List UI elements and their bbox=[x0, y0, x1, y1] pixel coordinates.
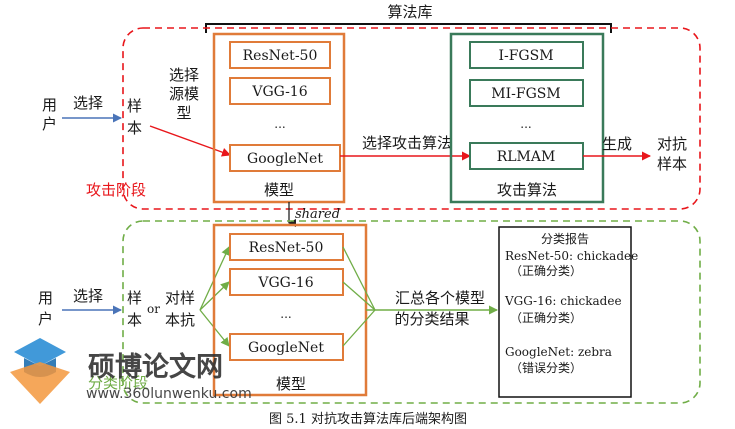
shared-label: shared bbox=[295, 207, 340, 222]
attack-model-googlenet-label: GoogleNet bbox=[247, 151, 323, 167]
algorithm-mifgsm-label: MI-FGSM bbox=[491, 86, 560, 102]
classify-sample-label-2: 本 bbox=[127, 311, 142, 329]
classify-models-label: 模型 bbox=[276, 375, 306, 393]
generate-label: 生成 bbox=[602, 135, 632, 153]
attack-model-googlenet-box bbox=[229, 144, 341, 172]
attack-model-vgg-label: VGG-16 bbox=[251, 84, 307, 100]
select-source-model-label-2: 源模 bbox=[169, 85, 199, 103]
adversarial-sample-label-2: 样本 bbox=[657, 155, 687, 173]
attack-model-container bbox=[212, 32, 346, 204]
classification-stage-boundary bbox=[122, 220, 701, 404]
watermark-brand: 硕博论文网 bbox=[88, 351, 223, 383]
classification-stage-label: 分类阶段 bbox=[88, 374, 148, 392]
classify-select-label: 选择 bbox=[73, 287, 103, 305]
attack-model-resnet-label: ResNet-50 bbox=[243, 48, 318, 64]
converge-line-vgg bbox=[342, 281, 376, 311]
report-entry-vgg: VGG-16: chickadee bbox=[504, 294, 622, 308]
graduation-cap-icon bbox=[10, 338, 70, 404]
converge-line-googlenet bbox=[342, 309, 376, 347]
attack-stage: 用 户 选择 样 本 选择 源模 型 攻击阶段 ResNet-50 VGG-16… bbox=[42, 27, 701, 210]
watermark: 硕博论文网 www.360lunwenku.com bbox=[10, 338, 252, 404]
report-title: 分类报告 bbox=[541, 231, 589, 246]
attack-sample-label-2: 本 bbox=[127, 119, 142, 137]
attack-algorithm-container bbox=[449, 32, 605, 204]
classify-model-ellipsis: ... bbox=[280, 307, 291, 321]
attack-models-label: 模型 bbox=[264, 181, 294, 199]
algorithm-rlmam-label: RLMAM bbox=[497, 149, 556, 165]
algorithm-ellipsis: ... bbox=[520, 117, 531, 131]
classify-user-label-2: 户 bbox=[38, 310, 53, 328]
figure-caption: 图 5.1 对抗攻击算法库后端架构图 bbox=[269, 411, 467, 427]
classify-adversarial-label-2: 本抗 bbox=[165, 311, 195, 329]
report-entry-resnet: ResNet-50: chickadee bbox=[505, 249, 638, 263]
classify-model-resnet-box bbox=[229, 233, 344, 261]
library-label: 算法库 bbox=[387, 3, 432, 21]
attack-algorithms-label: 攻击算法 bbox=[497, 181, 557, 199]
watermark-url: www.360lunwenku.com bbox=[86, 386, 252, 402]
select-model-arrow bbox=[149, 125, 231, 157]
classify-model-vgg-label: VGG-16 bbox=[257, 275, 313, 291]
attack-stage-boundary bbox=[122, 27, 701, 210]
attack-user-label-1: 用 bbox=[42, 96, 57, 114]
classify-model-googlenet-label: GoogleNet bbox=[248, 340, 324, 356]
classification-report bbox=[498, 226, 632, 398]
or-label: or bbox=[147, 302, 160, 316]
algorithm-mifgsm-box bbox=[469, 79, 584, 107]
classify-model-resnet-label: ResNet-50 bbox=[249, 240, 324, 256]
report-status-resnet: （正确分类） bbox=[510, 264, 582, 278]
adversarial-sample-label-1: 对抗 bbox=[657, 135, 687, 153]
classification-stage: 用 户 选择 样 本 or 对样 本抗 ResNet-50 VGG-16 ...… bbox=[38, 220, 701, 404]
report-status-vgg: （正确分类） bbox=[510, 311, 582, 325]
classify-adversarial-label-1: 对样 bbox=[165, 289, 195, 307]
classify-sample-label-1: 样 bbox=[127, 289, 142, 307]
shared-link: shared bbox=[288, 202, 340, 227]
attack-sample-label-1: 样 bbox=[127, 97, 142, 115]
attack-stage-label: 攻击阶段 bbox=[86, 181, 146, 199]
attack-user-label-2: 户 bbox=[42, 115, 57, 133]
classify-user-label-1: 用 bbox=[38, 289, 53, 307]
converge-line-resnet bbox=[342, 246, 376, 311]
algorithm-ifgsm-label: I-FGSM bbox=[498, 48, 553, 64]
attack-model-resnet-box bbox=[229, 41, 331, 69]
classify-model-googlenet-box bbox=[229, 333, 344, 361]
attack-select-label: 选择 bbox=[73, 94, 103, 112]
algorithm-ifgsm-box bbox=[469, 41, 584, 69]
select-attack-algorithm-label: 选择攻击算法 bbox=[362, 134, 452, 152]
select-source-model-label-3: 型 bbox=[176, 104, 191, 122]
report-entry-googlenet: GoogleNet: zebra bbox=[505, 345, 612, 359]
summary-label-1: 汇总各个模型 bbox=[395, 289, 485, 307]
select-source-model-label-1: 选择 bbox=[169, 66, 199, 84]
attack-model-vgg-box bbox=[229, 77, 331, 105]
report-status-googlenet: （错误分类） bbox=[510, 361, 582, 375]
attack-model-ellipsis: ... bbox=[274, 117, 285, 131]
summary-label-2: 的分类结果 bbox=[394, 310, 469, 328]
